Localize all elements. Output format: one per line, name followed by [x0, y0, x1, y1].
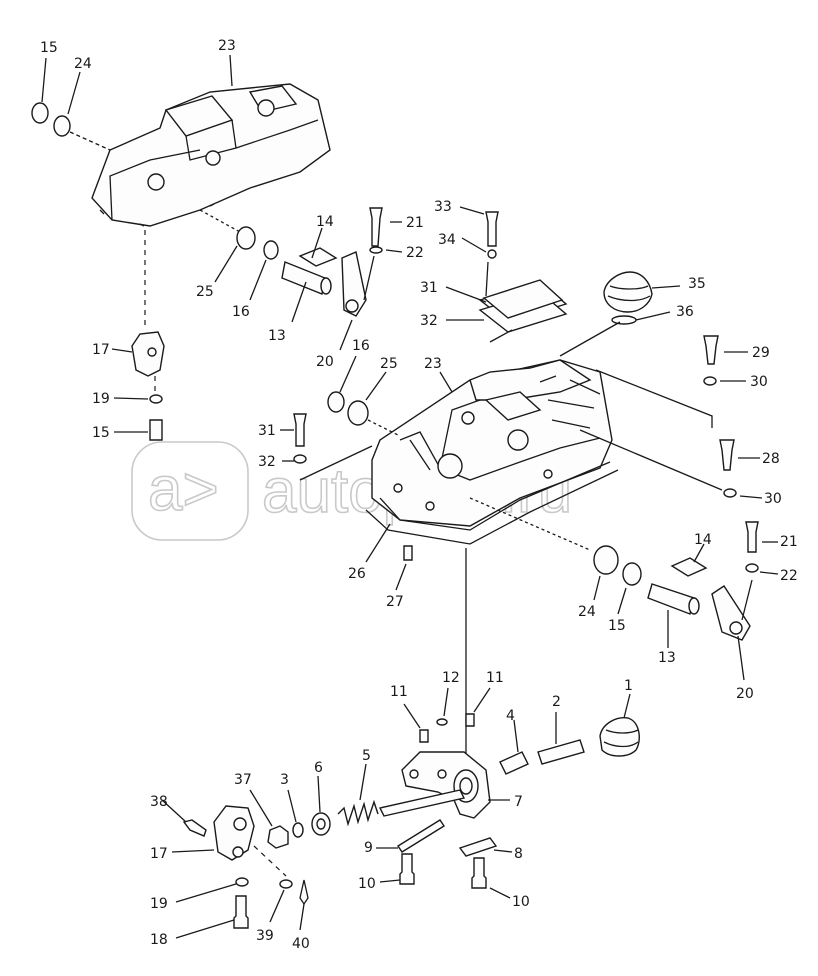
left-bracket-group — [111, 331, 165, 441]
callout-15-right: 15 — [608, 618, 626, 634]
callout-3: 3 — [280, 772, 289, 788]
callout-30-lower: 30 — [764, 491, 782, 507]
callout-37: 37 — [234, 772, 252, 788]
callout-8: 8 — [514, 846, 523, 862]
callout-30-upper: 30 — [750, 374, 768, 390]
callout-35: 35 — [688, 276, 706, 292]
callout-25-center: 25 — [380, 356, 398, 372]
callout-7: 7 — [514, 794, 523, 810]
callout-23-top: 23 — [218, 38, 236, 54]
callout-22-right: 22 — [780, 568, 798, 584]
callout-16-top: 16 — [232, 304, 250, 320]
housing-bearings — [327, 355, 453, 437]
callout-13-top: 13 — [268, 328, 286, 344]
lower-shaft-group — [469, 497, 779, 681]
callout-18: 18 — [150, 932, 168, 948]
callout-20-right: 20 — [736, 686, 754, 702]
right-bolts — [579, 335, 763, 499]
gasket-and-pin — [365, 523, 413, 591]
callout-33: 33 — [434, 199, 452, 215]
callout-19-bottom: 19 — [150, 896, 168, 912]
callout-31-center: 31 — [420, 280, 438, 296]
callout-1: 1 — [624, 678, 633, 694]
callout-28: 28 — [762, 451, 780, 467]
callout-26: 26 — [348, 566, 366, 582]
callout-32-center: 32 — [420, 313, 438, 329]
callout-39: 39 — [256, 928, 274, 944]
center-cover-plate — [445, 206, 568, 343]
callout-14-top: 14 — [316, 214, 334, 230]
callout-22-top: 22 — [406, 245, 424, 261]
callout-17-left: 17 — [92, 342, 110, 358]
callout-34: 34 — [438, 232, 456, 248]
callout-21-top: 21 — [406, 215, 424, 231]
callout-13-right: 13 — [658, 650, 676, 666]
callout-10-left: 10 — [358, 876, 376, 892]
callout-31-left: 31 — [258, 423, 276, 439]
callout-36: 36 — [676, 304, 694, 320]
callout-2: 2 — [552, 694, 561, 710]
callout-40: 40 — [292, 936, 310, 952]
callout-14-right: 14 — [694, 532, 712, 548]
housing-left-bolts — [280, 413, 373, 481]
callout-38: 38 — [150, 794, 168, 810]
valve-assembly — [161, 687, 640, 939]
callout-5: 5 — [362, 748, 371, 764]
upper-shaft-group — [199, 207, 403, 351]
callout-23-center: 23 — [424, 356, 442, 372]
callout-6: 6 — [314, 760, 323, 776]
callout-9: 9 — [364, 840, 373, 856]
upper-cover-assembly — [31, 54, 331, 227]
callout-17-bottom: 17 — [150, 846, 168, 862]
boot-cover — [559, 271, 713, 428]
callout-24-right: 24 — [578, 604, 596, 620]
callout-4: 4 — [506, 708, 515, 724]
watermark-logo: a> — [148, 455, 219, 524]
callout-15-left: 15 — [92, 425, 110, 441]
callout-25-top: 25 — [196, 284, 214, 300]
callout-32-left: 32 — [258, 454, 276, 470]
callout-11-left: 11 — [390, 684, 408, 700]
callout-labels: 15 24 23 14 21 22 25 16 13 20 33 34 31 3… — [40, 38, 798, 952]
callout-16-center: 16 — [352, 338, 370, 354]
callout-15-top: 15 — [40, 40, 58, 56]
callout-27: 27 — [386, 594, 404, 610]
main-housing — [365, 359, 619, 545]
callout-10-right: 10 — [512, 894, 530, 910]
callout-20-top: 20 — [316, 354, 334, 370]
callout-24-top: 24 — [74, 56, 92, 72]
callout-12: 12 — [442, 670, 460, 686]
callout-29: 29 — [752, 345, 770, 361]
callout-21-right: 21 — [780, 534, 798, 550]
callout-11-right: 11 — [486, 670, 504, 686]
callout-19-left: 19 — [92, 391, 110, 407]
